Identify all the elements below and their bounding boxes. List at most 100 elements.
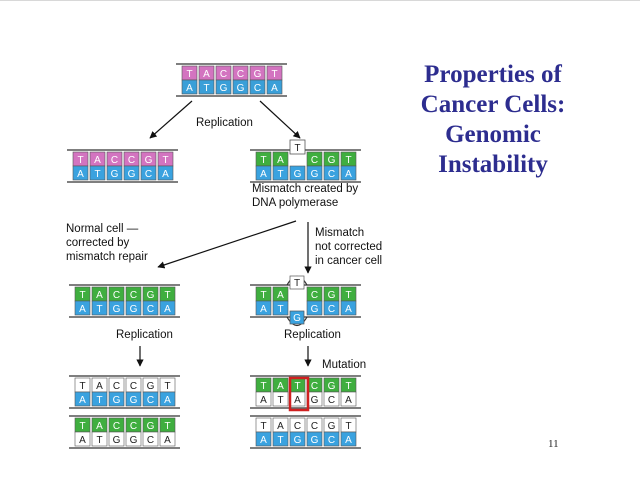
daughter-left-bottom-base-box <box>140 165 157 181</box>
daughter-left-bottom-base-box <box>106 165 123 181</box>
corrected-duplex-bottom-base-letter: G <box>130 304 138 315</box>
bulge-bottom <box>286 316 308 327</box>
corrected-duplex-top-base-letter: A <box>96 290 103 301</box>
corrected-duplex-bottom-base-box <box>74 300 91 316</box>
mutant-daughter-2-bottom-base-letter: A <box>345 435 352 446</box>
corrected-duplex-bottom-base-box <box>159 300 176 316</box>
normal-daughter-2-bottom-base-letter: G <box>130 435 138 446</box>
normal-daughter-1-bottom-base-letter: A <box>164 395 171 406</box>
parent-duplex-bottom-base-letter: C <box>254 83 261 94</box>
normal-daughter-2-bottom-base-box <box>125 431 142 447</box>
corrected-duplex-bottom-base-box <box>125 300 142 316</box>
mutant-daughter-2-bottom-base-letter: G <box>311 435 319 446</box>
normal-daughter-1-bottom-base-box <box>159 391 176 407</box>
parent-duplex-bottom-base-letter: A <box>271 83 278 94</box>
mutant-daughter-1-bottom-base-box <box>340 391 357 407</box>
arrow-normal-repair <box>157 220 297 269</box>
daughter-right-bottom-base-box <box>272 165 289 181</box>
corrected-duplex-bottom-base-letter: A <box>79 304 86 315</box>
uncorrected-duplex-top-base-letter: T <box>345 290 351 301</box>
mutant-daughter-1-bottom-base-box <box>255 391 272 407</box>
corrected-duplex-bottom-base-letter: G <box>113 304 121 315</box>
mutant-daughter-1-bottom-base-box <box>272 391 289 407</box>
mutant-daughter-2-bottom-base-box <box>272 431 289 447</box>
daughter-left-bottom-base-box <box>123 165 140 181</box>
parent-duplex-top-base-letter: C <box>237 69 244 80</box>
mutant-daughter-2-bottom-base-box <box>289 431 306 447</box>
mutant-daughter-1-top-base-letter: A <box>277 381 284 392</box>
normal-daughter-2-top-base-letter: T <box>79 421 85 432</box>
daughter-left-bottom-base-box <box>89 165 106 181</box>
uncorrected-duplex-bottom-base-letter: C <box>328 304 335 315</box>
daughter-left-bottom-base-letter: A <box>162 169 169 180</box>
uncorrected-duplex-top-base-letter: A <box>277 290 284 301</box>
daughter-left-bottom-base-letter: A <box>77 169 84 180</box>
label-not-corrected-1: Mismatch <box>315 227 364 239</box>
uncorrected-duplex-top-base-letter: G <box>328 290 336 301</box>
label-replication-right: Replication <box>284 329 341 341</box>
mismatch-extruded-base <box>289 139 306 155</box>
arrow-replication-right <box>259 100 301 139</box>
daughter-left-top-base-letter: C <box>111 155 118 166</box>
normal-daughter-1-top-base-letter: T <box>164 381 170 392</box>
label-replication-top: Replication <box>196 117 253 129</box>
daughter-left-top-base-letter: T <box>77 155 83 166</box>
normal-daughter-1-top-base-letter: A <box>96 381 103 392</box>
corrected-duplex-bottom-base-letter: A <box>164 304 171 315</box>
daughter-right-top-base-letter: A <box>277 155 284 166</box>
corrected-duplex-bottom-base-box <box>142 300 159 316</box>
label-normal-cell-1: Normal cell — <box>66 223 139 235</box>
normal-daughter-1-top-base-letter: C <box>113 381 120 392</box>
bulge-top-base <box>289 275 305 290</box>
corrected-duplex-top-base-letter: C <box>130 290 137 301</box>
mutant-daughter-1-top-base-letter: T <box>294 381 300 392</box>
parent-duplex-bottom-base-box <box>266 79 283 95</box>
parent-duplex-top-base-letter: T <box>186 69 192 80</box>
uncorrected-duplex-bottom-base-letter: A <box>345 304 352 315</box>
daughter-left-top-base-letter: A <box>94 155 101 166</box>
daughter-right-bottom-base-letter: G <box>294 169 302 180</box>
mutant-daughter-1-bottom-base-letter: T <box>277 395 283 406</box>
parent-duplex-top-base-letter: G <box>254 69 262 80</box>
mutant-daughter-2-top-base-letter: G <box>328 421 336 432</box>
normal-daughter-1-bottom-base-letter: G <box>113 395 121 406</box>
parent-duplex-bottom-base-letter: G <box>220 83 228 94</box>
label-mismatch-created-2: DNA polymerase <box>252 197 338 209</box>
daughter-right-bottom-base-box <box>255 165 272 181</box>
mutant-daughter-1-bottom-base-letter: G <box>311 395 319 406</box>
daughter-right-bottom-base-letter: C <box>328 169 335 180</box>
daughter-left-bottom-base-letter: T <box>94 169 100 180</box>
mutant-daughter-1-bottom-base-letter: A <box>260 395 267 406</box>
mutant-daughter-2-bottom-base-box <box>340 431 357 447</box>
corrected-duplex-bottom-base-letter: C <box>147 304 154 315</box>
daughter-right-bottom-base-box <box>323 165 340 181</box>
uncorrected-duplex-bottom-base-box <box>323 300 340 316</box>
mutant-daughter-2-bottom-base-letter: A <box>260 435 267 446</box>
normal-daughter-1-bottom-base-box <box>74 391 91 407</box>
label-mismatch-created-1: Mismatch created by <box>252 183 358 195</box>
bulge-bottom-base <box>289 310 305 325</box>
label-mutation: Mutation <box>322 359 366 371</box>
uncorrected-duplex-top-base-letter: T <box>260 290 266 301</box>
normal-daughter-1-bottom-base-letter: G <box>130 395 138 406</box>
daughter-right-bottom-base-letter: A <box>345 169 352 180</box>
normal-daughter-1-bottom-base-box <box>91 391 108 407</box>
mutant-daughter-2-bottom-base-box <box>255 431 272 447</box>
normal-daughter-1-bottom-base-letter: T <box>96 395 102 406</box>
mutation-highlight-box <box>288 376 310 412</box>
daughter-left-bottom-base-letter: G <box>111 169 119 180</box>
label-normal-cell-3: mismatch repair <box>66 251 148 263</box>
mutant-daughter-2-bottom-base-box <box>323 431 340 447</box>
mutant-daughter-1-top-base-letter: T <box>260 381 266 392</box>
normal-daughter-2-bottom-base-letter: A <box>79 435 86 446</box>
normal-daughter-2-top-base-letter: A <box>96 421 103 432</box>
mutant-daughter-2-top-base-letter: T <box>345 421 351 432</box>
mutant-daughter-2-top-base-letter: A <box>277 421 284 432</box>
corrected-duplex-top-base-letter: C <box>113 290 120 301</box>
uncorrected-duplex-bottom-base-box <box>255 300 272 316</box>
daughter-right-top-base-letter: T <box>345 155 351 166</box>
daughter-right-bottom-base-box <box>340 165 357 181</box>
normal-daughter-1-top-base-letter: G <box>147 381 155 392</box>
normal-daughter-2-top-base-letter: C <box>130 421 137 432</box>
